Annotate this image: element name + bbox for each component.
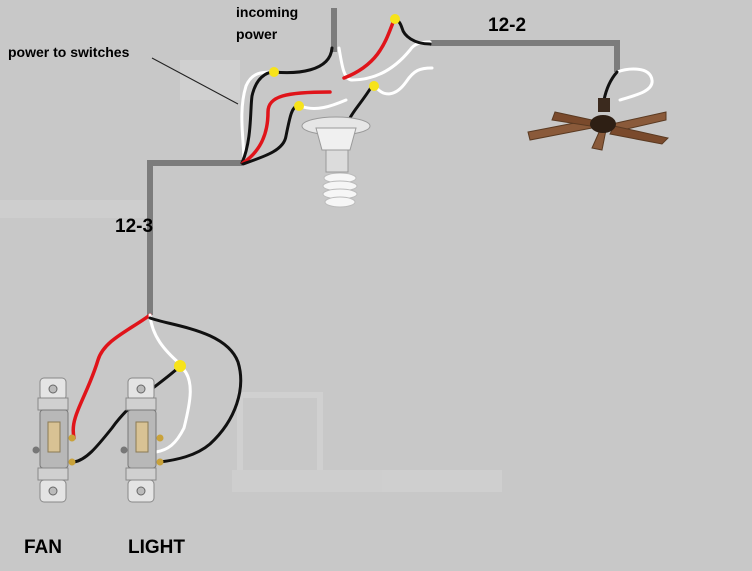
light-switch-label: LIGHT [128,537,185,558]
toggle-switch-icon [120,377,164,503]
power-to-switches-pointer [151,57,239,105]
wire-nut [369,81,379,91]
toggle-switch-icon [32,377,76,503]
faint-watermark [0,60,502,492]
wire-nut [390,14,400,24]
incoming-power-label-line1: incoming [236,4,299,20]
wire-nuts [174,14,400,372]
switch-loop-wires [71,313,243,464]
cable-12-3-run [147,160,242,315]
junction-box-wires [240,18,654,166]
ceiling-fan-icon [527,98,669,151]
wire-nut [269,67,279,77]
cable-12-2-label: 12-2 [488,15,527,36]
wire-nut [294,101,304,111]
wire-nut [174,360,186,372]
cable-12-3-label: 12-3 [115,216,154,237]
cable-12-2-run [430,40,620,72]
incoming-power-label-line2: power [236,26,278,42]
fan-switch-label: FAN [24,537,62,558]
cfl-bulb-icon [301,116,371,208]
power-to-switches-label: power to switches [8,44,130,60]
